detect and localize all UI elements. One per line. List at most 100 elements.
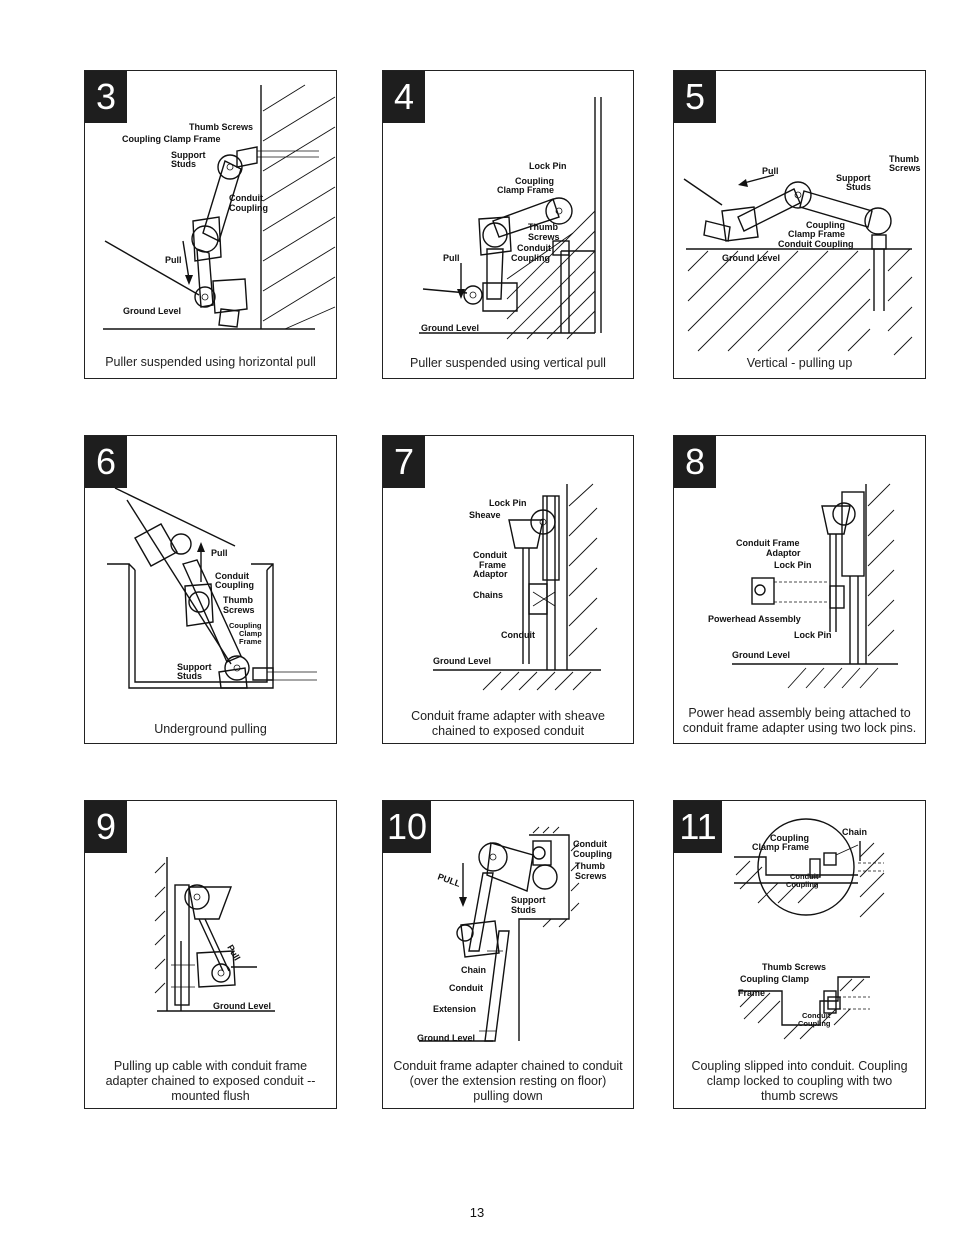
- label-conduit-frame: Conduit Frame: [736, 538, 800, 548]
- label-thumb-screws: Thumb Screws: [762, 962, 826, 972]
- ground-hatch: [687, 248, 913, 356]
- figure-caption: Conduit frame adapter with sheave chaine…: [389, 709, 627, 739]
- label-coupling-clamp-frame: Coupling Clamp Frame: [122, 134, 221, 144]
- caption-line: chained to exposed conduit: [431, 724, 585, 738]
- figure-panel-7: Lock Pin Sheave Conduit Frame Adaptor Ch…: [382, 435, 634, 744]
- ground-hatch-2: [739, 978, 865, 1040]
- label-thumb: Thumb: [528, 222, 558, 232]
- caption-line: mounted flush: [171, 1089, 250, 1103]
- caption-line: Pulling up cable with conduit frame: [113, 1059, 308, 1073]
- figure-number: 10: [383, 801, 431, 853]
- powerhead-assembly: [751, 577, 828, 605]
- figure-panel-5: Pull Support Studs Thumb Screws Coupling…: [673, 70, 926, 379]
- wall-hatch: [260, 84, 336, 330]
- caption-line: Power head assembly being attached to: [688, 706, 911, 720]
- label-thumb: Thumb: [889, 154, 919, 164]
- figure-panel-9: Pull Ground Level 9 Pulling up cable wit…: [84, 800, 337, 1109]
- figure-9-drawing: Pull Ground Level: [154, 857, 275, 1012]
- puller-machine: [456, 840, 558, 1042]
- figure-number: 11: [674, 801, 722, 853]
- label-thumb: Thumb: [575, 861, 605, 871]
- figure-panel-11: Coupling Clamp Frame Chain Conduit Coupl…: [673, 800, 926, 1109]
- page-number: 13: [469, 1205, 485, 1220]
- figure-number: 3: [85, 71, 127, 123]
- label-screws: Screws: [528, 232, 560, 242]
- ground-hatch: [735, 842, 885, 918]
- label-conduit-coupling: Conduit Coupling: [778, 239, 853, 249]
- label-chain: Chain: [461, 965, 486, 975]
- figure-number: 5: [674, 71, 716, 123]
- label-pull: Pull: [225, 943, 242, 962]
- figure-3-drawing: Thumb Screws Coupling Clamp Frame Suppor…: [103, 84, 336, 330]
- label-conduit-2: Conduit: [449, 983, 483, 993]
- label-conduit: Conduit: [229, 193, 263, 203]
- wall-hatch: [482, 483, 598, 691]
- figure-caption: Power head assembly being attached to co…: [680, 706, 919, 736]
- label-coupling: Coupling: [806, 220, 845, 230]
- label-thumb-screws: Thumb Screws: [189, 122, 253, 132]
- label-conduit: Conduit: [473, 550, 507, 560]
- label-coupling: Coupling: [515, 176, 554, 186]
- label-coupling-2: Coupling: [786, 880, 819, 889]
- label-thumb: Thumb: [223, 595, 253, 605]
- label-conduit: Conduit: [573, 839, 607, 849]
- label-screws: Screws: [889, 163, 921, 173]
- label-coupling-2: Coupling: [511, 253, 550, 263]
- figure-4-drawing: Lock Pin Coupling Clamp Frame Thumb Scre…: [419, 97, 602, 340]
- caption-line: Coupling slipped into conduit. Coupling: [691, 1059, 908, 1073]
- label-coupling: Coupling: [573, 849, 612, 859]
- label-conduit-2: Conduit: [802, 1011, 831, 1020]
- puller-machine: [134, 523, 274, 689]
- figure-panel-6: Pull Conduit Coupling Thumb Screws Coupl…: [84, 435, 337, 744]
- label-ground-level: Ground Level: [123, 306, 181, 316]
- figure-caption: Pulling up cable with conduit frame adap…: [91, 1059, 330, 1104]
- label-studs: Studs: [846, 182, 871, 192]
- figure-caption: Puller suspended using horizontal pull: [105, 355, 316, 369]
- label-clamp: Clamp: [239, 629, 262, 638]
- label-ground-level: Ground Level: [213, 1001, 271, 1011]
- label-clamp-frame: Clamp Frame: [788, 229, 845, 239]
- wall-hatch: [532, 826, 580, 928]
- label-coupling: Coupling: [215, 580, 254, 590]
- figure-7-drawing: Lock Pin Sheave Conduit Frame Adaptor Ch…: [433, 483, 601, 691]
- figure-number: 7: [383, 436, 425, 488]
- label-conduit: Conduit: [215, 571, 249, 581]
- label-clamp-frame: Clamp Frame: [497, 185, 554, 195]
- sheave-adapter: [508, 509, 556, 664]
- figure-11-drawing: Coupling Clamp Frame Chain Conduit Coupl…: [734, 818, 885, 1040]
- puller-machine: [703, 181, 892, 250]
- label-ground-level: Ground Level: [732, 650, 790, 660]
- figure-6-drawing: Pull Conduit Coupling Thumb Screws Coupl…: [107, 487, 317, 689]
- label-ground-level: Ground Level: [417, 1033, 475, 1043]
- label-coupling-3: Coupling: [798, 1019, 831, 1028]
- label-lock-pin: Lock Pin: [774, 560, 812, 570]
- figure-panel-10: Conduit Coupling Thumb Screws PULL Suppo…: [382, 800, 634, 1109]
- caption-line: adapter chained to exposed conduit --: [105, 1074, 316, 1088]
- figure-caption: Coupling slipped into conduit. Coupling …: [680, 1059, 919, 1104]
- label-coupling-2: Coupling: [229, 621, 262, 630]
- wall-hatch: [787, 483, 895, 689]
- label-extension: Extension: [433, 1004, 476, 1014]
- label-pull: Pull: [165, 255, 182, 265]
- label-support: Support: [511, 895, 546, 905]
- label-conduit: Conduit: [517, 243, 551, 253]
- figure-panel-8: Conduit Frame Adaptor Lock Pin Powerhead…: [673, 435, 926, 744]
- caption-line: (over the extension resting on floor): [409, 1074, 607, 1088]
- label-adaptor: Adaptor: [473, 569, 508, 579]
- label-support: Support: [836, 173, 871, 183]
- label-ground-level: Ground Level: [421, 323, 479, 333]
- label-coupling: Coupling: [229, 203, 268, 213]
- figure-panel-4: Lock Pin Coupling Clamp Frame Thumb Scre…: [382, 70, 634, 379]
- label-ground-level: Ground Level: [722, 253, 780, 263]
- label-studs: Studs: [177, 671, 202, 681]
- figure-10-drawing: Conduit Coupling Thumb Screws PULL Suppo…: [417, 826, 612, 1043]
- caption-line: pulling down: [473, 1089, 543, 1103]
- figure-5-drawing: Pull Support Studs Thumb Screws Coupling…: [683, 154, 921, 356]
- label-conduit: Conduit: [790, 872, 819, 881]
- figure-number: 4: [383, 71, 425, 123]
- label-conduit-2: Conduit: [501, 630, 535, 640]
- label-screws: Screws: [223, 605, 255, 615]
- label-support: Support: [177, 662, 212, 672]
- label-chain: Chain: [842, 827, 867, 837]
- label-pull: Pull: [211, 548, 228, 558]
